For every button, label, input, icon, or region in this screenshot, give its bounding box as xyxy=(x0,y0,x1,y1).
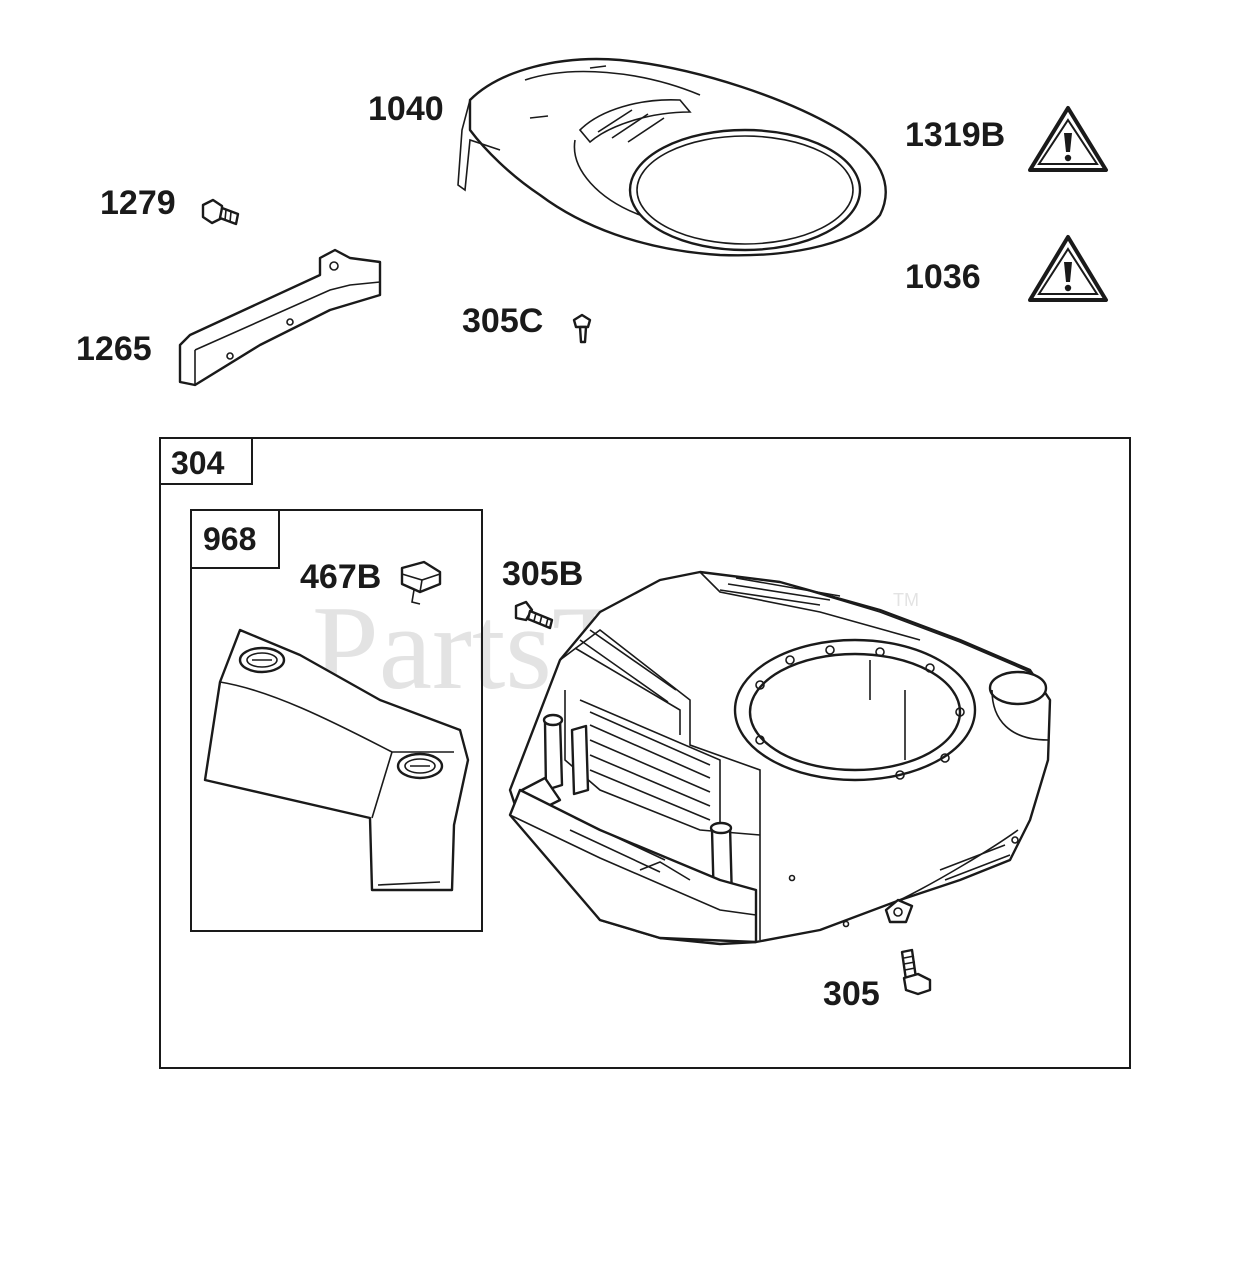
group-304-box xyxy=(159,437,1131,1069)
part-1279-bolt[interactable] xyxy=(201,198,240,226)
callout-1319b: 1319B xyxy=(905,116,1005,154)
callout-1040: 1040 xyxy=(368,90,444,128)
part-1040-cover[interactable] xyxy=(457,57,887,257)
callout-1265: 1265 xyxy=(76,330,152,368)
part-304-blower-housing[interactable] xyxy=(508,570,1052,946)
callout-305c: 305C xyxy=(462,302,543,340)
part-467b-clip[interactable] xyxy=(400,560,442,605)
part-305-screw[interactable] xyxy=(900,948,932,996)
callout-1279: 1279 xyxy=(100,184,176,222)
part-1265-bracket[interactable] xyxy=(178,248,382,387)
part-305b-screw[interactable] xyxy=(514,600,554,630)
group-968-box xyxy=(190,509,483,932)
part-305c-screw[interactable] xyxy=(572,313,592,344)
warning-icon-1036[interactable] xyxy=(1028,235,1108,302)
callout-305b: 305B xyxy=(502,555,583,593)
part-968-cover[interactable] xyxy=(203,628,470,892)
group-label-304: 304 xyxy=(171,445,225,481)
warning-icon-1319b[interactable] xyxy=(1028,106,1108,172)
callout-467b: 467B xyxy=(300,558,381,596)
callout-1036: 1036 xyxy=(905,258,981,296)
callout-305: 305 xyxy=(823,975,880,1013)
group-label-968: 968 xyxy=(203,521,256,557)
watermark-trademark: TM xyxy=(893,590,919,610)
